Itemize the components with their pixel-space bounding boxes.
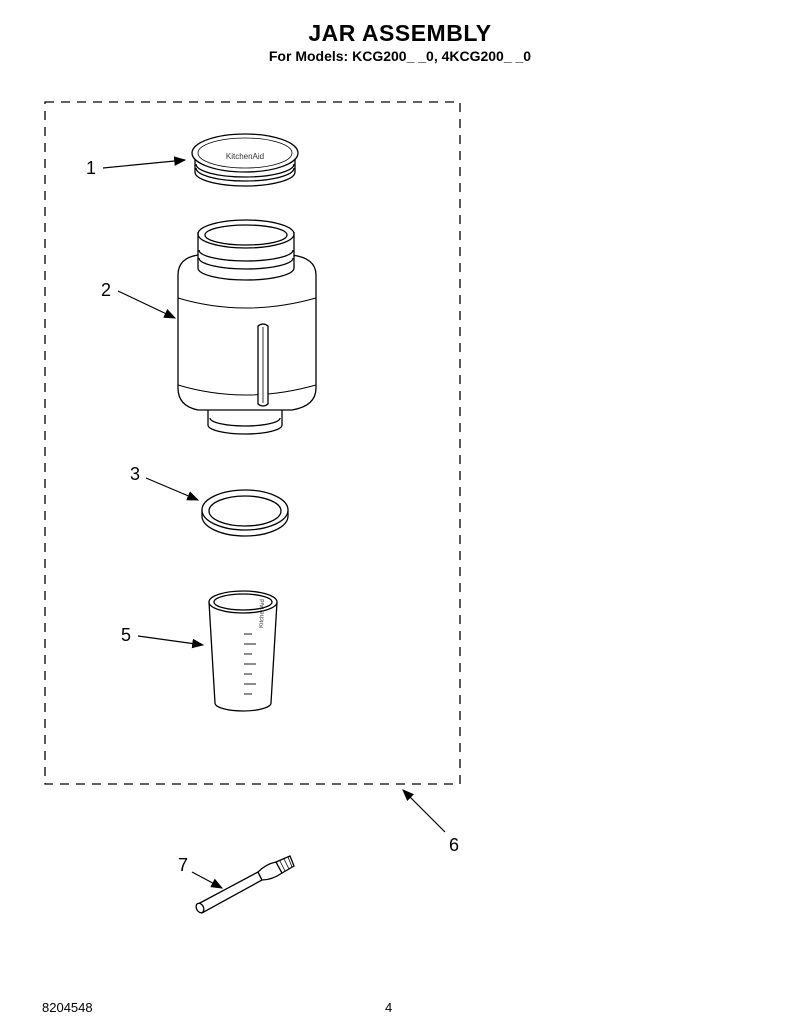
callout-6: 6 bbox=[449, 835, 460, 855]
callout-1: 1 bbox=[86, 158, 97, 178]
jar-drawing bbox=[177, 219, 317, 435]
page-number: 4 bbox=[385, 1000, 393, 1015]
doc-number: 8204548 bbox=[42, 1000, 93, 1015]
callout-3: 3 bbox=[130, 464, 141, 484]
gasket-drawing bbox=[201, 489, 289, 537]
leader-6 bbox=[402, 789, 446, 833]
cup-brand-text: KitchenAid bbox=[259, 599, 266, 628]
lid-drawing: KitchenAid bbox=[191, 133, 299, 187]
models-subtitle: For Models: KCG200_ _0, 4KCG200_ _0 bbox=[268, 48, 532, 64]
leader-5 bbox=[137, 635, 205, 649]
assembly-boundary bbox=[44, 101, 461, 785]
leader-2 bbox=[117, 290, 177, 319]
leader-3 bbox=[145, 477, 200, 501]
lid-brand-text: KitchenAid bbox=[226, 152, 264, 161]
leader-lines bbox=[102, 156, 446, 889]
callout-7: 7 bbox=[178, 855, 189, 875]
page-title: JAR ASSEMBLY bbox=[308, 20, 492, 46]
leader-1 bbox=[102, 156, 187, 169]
brush-drawing bbox=[195, 855, 295, 914]
measuring-cup-drawing: KitchenAid bbox=[208, 590, 278, 712]
cup-graduation-marks bbox=[244, 633, 256, 695]
callout-2: 2 bbox=[101, 280, 112, 300]
callout-5: 5 bbox=[121, 625, 132, 645]
leader-7 bbox=[191, 871, 224, 889]
